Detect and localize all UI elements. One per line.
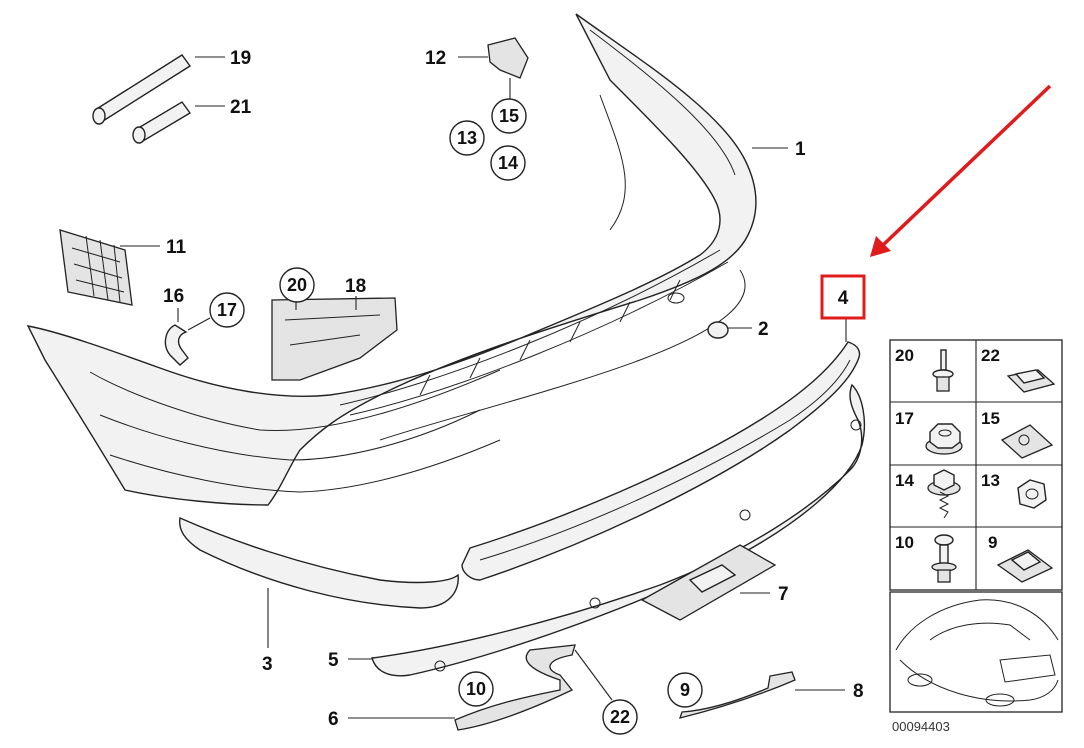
bracket-18 xyxy=(271,297,398,381)
table-cell-15: 15 xyxy=(981,409,1000,428)
screw-washer-drawing xyxy=(927,469,961,519)
left-bracket xyxy=(454,644,576,731)
callout-16: 16 xyxy=(163,286,184,307)
callout-9: 9 xyxy=(680,680,690,700)
cover-plate xyxy=(640,544,777,621)
callout-20: 20 xyxy=(287,275,307,295)
cap-2 xyxy=(707,321,729,339)
callout-21: 21 xyxy=(230,97,252,118)
tube-19 xyxy=(92,54,192,125)
table-cell-9: 9 xyxy=(988,533,997,552)
hex-nut-flange-drawing xyxy=(925,423,963,455)
callout-13: 13 xyxy=(457,128,477,148)
callout-12: 12 xyxy=(425,48,446,69)
vehicle-thumbnail xyxy=(889,591,1063,713)
callout-18: 18 xyxy=(345,276,366,297)
red-arrow-head xyxy=(870,236,891,257)
red-arrow xyxy=(880,84,1052,248)
callout-7: 7 xyxy=(778,584,789,605)
callout-5: 5 xyxy=(328,650,339,671)
callout-3: 3 xyxy=(262,654,273,675)
clip-nut-drawing xyxy=(1006,369,1056,393)
highlight-part-4: 4 xyxy=(820,84,1052,320)
callout-11: 11 xyxy=(166,237,187,258)
table-cell-10: 10 xyxy=(895,533,914,552)
table-cell-22: 22 xyxy=(981,346,1000,365)
lower-strip xyxy=(371,383,866,677)
highlight-box xyxy=(820,274,866,320)
holder-12 xyxy=(487,37,529,79)
lower-trim-strip xyxy=(178,516,459,609)
tube-21 xyxy=(132,101,192,144)
callout-4: 4 xyxy=(838,288,849,309)
clip-16 xyxy=(164,324,189,366)
callout-15: 15 xyxy=(499,106,519,126)
right-bracket xyxy=(679,671,796,719)
table-cell-13: 13 xyxy=(981,471,1000,490)
rear-spoiler xyxy=(461,341,861,581)
callout-6: 6 xyxy=(328,709,339,730)
rivet-drawing xyxy=(932,349,954,392)
callout-8: 8 xyxy=(853,681,864,702)
callout-14: 14 xyxy=(498,153,518,173)
leader-lines xyxy=(120,56,847,719)
table-cell-14: 14 xyxy=(895,471,914,490)
diagram-reference-number: 00094403 xyxy=(892,719,950,734)
hex-nut-drawing xyxy=(1017,479,1047,509)
u-nut-drawing xyxy=(996,549,1054,583)
callout-2: 2 xyxy=(758,319,769,340)
bumper-cover xyxy=(26,13,757,506)
callout-10: 10 xyxy=(466,679,486,699)
fastener-table: 20 22 17 15 14 13 10 9 xyxy=(889,339,1063,591)
table-cell-17: 17 xyxy=(895,409,914,428)
screw-drawing xyxy=(931,534,957,583)
callout-22: 22 xyxy=(610,707,630,727)
table-cell-20: 20 xyxy=(895,346,914,365)
grille-11 xyxy=(59,229,133,306)
callout-1: 1 xyxy=(795,139,806,160)
callout-19: 19 xyxy=(230,48,251,69)
callout-17: 17 xyxy=(217,300,237,320)
spring-nut-drawing xyxy=(1000,424,1054,459)
